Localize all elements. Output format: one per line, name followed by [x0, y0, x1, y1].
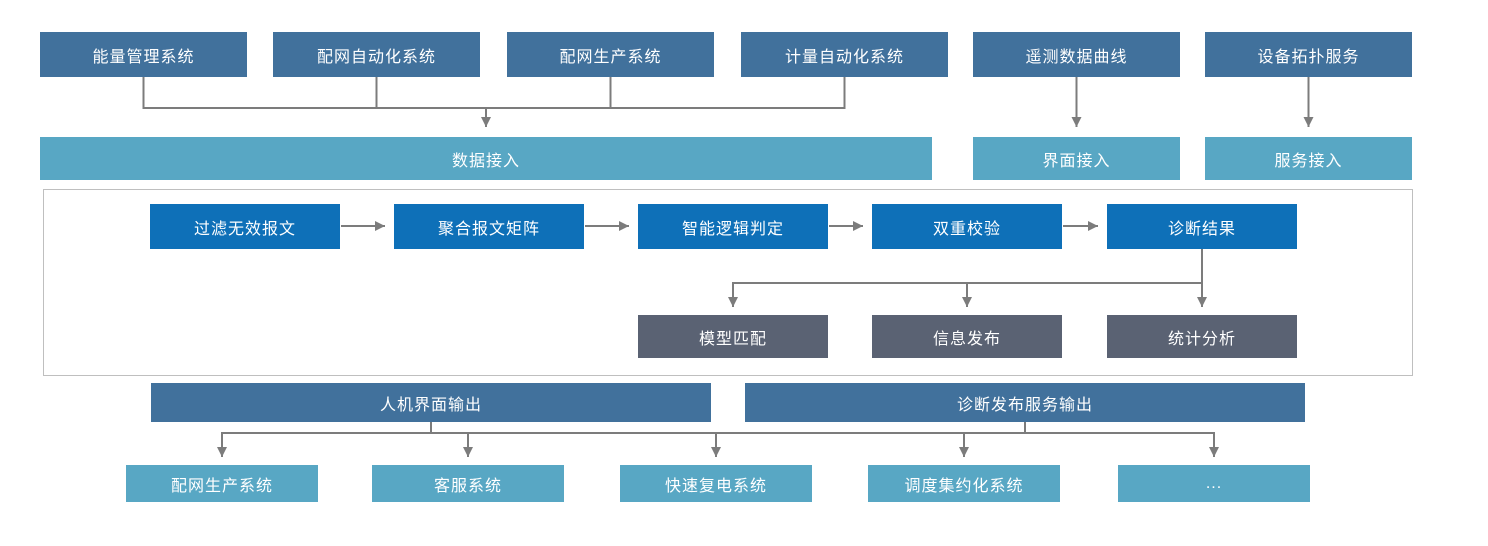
source-box-energy-management: 能量管理系统: [40, 32, 247, 77]
output-bar-diagnosis-service: 诊断发布服务输出: [745, 383, 1305, 422]
target-box-rapid-restoration: 快速复电系统: [620, 465, 812, 502]
access-bar-data: 数据接入: [40, 137, 932, 180]
result-box-model-matching: 模型匹配: [638, 315, 828, 358]
step-box-aggregate-message-matrix: 聚合报文矩阵: [394, 204, 584, 249]
target-box-distribution-production: 配网生产系统: [126, 465, 318, 502]
result-box-statistical-analysis: 统计分析: [1107, 315, 1297, 358]
source-box-metering-automation: 计量自动化系统: [741, 32, 948, 77]
source-box-distribution-automation: 配网自动化系统: [273, 32, 480, 77]
step-box-diagnosis-result: 诊断结果: [1107, 204, 1297, 249]
step-box-filter-invalid-messages: 过滤无效报文: [150, 204, 340, 249]
target-box-customer-service: 客服系统: [372, 465, 564, 502]
source-box-device-topology: 设备拓扑服务: [1205, 32, 1412, 77]
target-box-more: ...: [1118, 465, 1310, 502]
result-box-information-release: 信息发布: [872, 315, 1062, 358]
target-box-dispatch-intensification: 调度集约化系统: [868, 465, 1060, 502]
output-bar-hmi: 人机界面输出: [151, 383, 711, 422]
source-box-distribution-production: 配网生产系统: [507, 32, 714, 77]
access-bar-service: 服务接入: [1205, 137, 1412, 180]
step-box-double-verification: 双重校验: [872, 204, 1062, 249]
access-bar-ui: 界面接入: [973, 137, 1180, 180]
source-box-telemetry-curve: 遥测数据曲线: [973, 32, 1180, 77]
step-box-intelligent-logic-judgment: 智能逻辑判定: [638, 204, 828, 249]
